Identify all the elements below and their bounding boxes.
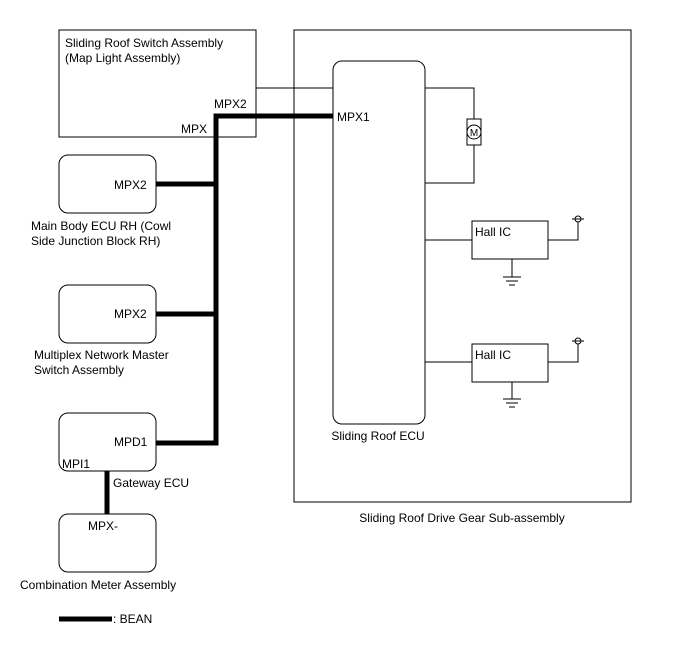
hall-ic-2-ground-icon [503,398,521,408]
hall-ic-1-box [471,220,549,260]
sliding-roof-ecu-label: Sliding Roof ECU [331,429,424,443]
hall-ic-2-box [471,343,549,383]
main-body-ecu-label-1: Main Body ECU RH (Cowl [31,219,171,233]
sliding-roof-ecu-box [332,60,426,425]
sliding-roof-switch-subtitle: (Map Light Assembly) [65,51,180,65]
master-switch-port-mpx2: MPX2 [114,307,147,321]
main-body-ecu-label-2: Side Junction Block RH) [31,234,160,248]
bean-bus-main [156,113,333,446]
gateway-port-mpi1: MPI1 [62,457,90,471]
switch-port-mpx2: MPX2 [214,97,247,111]
combination-meter-port: MPX- [88,519,118,533]
motor-symbol: M [470,128,478,139]
hall-ic-1-ground-icon [503,276,521,286]
motor-wire-top [425,87,475,119]
hall-ic-2-label: Hall IC [475,348,511,362]
combination-meter-label: Combination Meter Assembly [20,578,176,592]
gateway-ecu-label: Gateway ECU [113,476,189,490]
motor-circle [466,124,482,140]
master-switch-label-2: Switch Assembly [34,363,124,377]
hall-ic-1-power-wire [548,222,579,241]
gateway-port-mpd1: MPD1 [114,435,148,449]
ecu-port-mpx1: MPX1 [337,110,370,124]
drive-gear-label: Sliding Roof Drive Gear Sub-assembly [359,511,564,525]
master-switch-label-1: Multiplex Network Master [34,348,169,362]
motor-wire-bottom [425,145,475,184]
main-body-ecu-port-mpx2: MPX2 [114,178,147,192]
sliding-roof-switch-box [58,29,257,138]
hall-ic-1-label: Hall IC [475,225,511,239]
sliding-roof-switch-title: Sliding Roof Switch Assembly [65,36,223,50]
legend-bean-label: : BEAN [113,612,152,626]
switch-port-mpx: MPX [181,122,207,136]
hall-ic-2-power-wire [548,344,579,363]
